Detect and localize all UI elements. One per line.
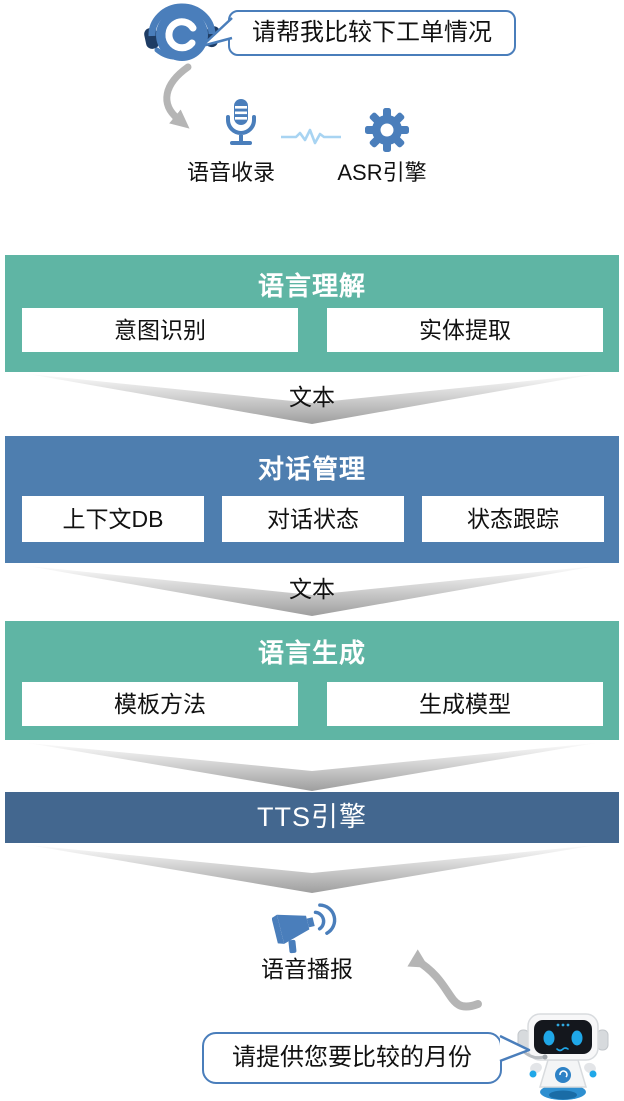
flow-chevron-3 xyxy=(28,743,596,791)
robot-icon xyxy=(517,1013,609,1100)
dm-item-state-tracking: 状态跟踪 xyxy=(422,496,604,542)
bot-bubble-text: 请提供您要比较的月份 xyxy=(232,1044,472,1071)
bot-speech-bubble: 请提供您要比较的月份 xyxy=(202,1032,502,1084)
flow2-text: 文本 xyxy=(289,576,335,602)
nlg-item-genmodel-text: 生成模型 xyxy=(419,691,511,717)
dm-item-context-db-text: 上下文DB xyxy=(62,506,164,532)
user-bubble-text: 请帮我比较下工单情况 xyxy=(252,19,492,46)
bot-bubble-tail xyxy=(499,1034,531,1063)
flow-chevron-1 xyxy=(28,374,596,424)
nlg-title: 语言生成 xyxy=(257,638,366,668)
flow-label-text-2: 文本 xyxy=(262,570,362,604)
dialog-management-block: 对话管理 上下文DB 对话状态 状态跟踪 xyxy=(5,436,619,563)
flow1-text: 文本 xyxy=(289,384,335,410)
voice-capture-label-text: 语音收录 xyxy=(186,160,275,185)
nlg-block: 语言生成 模板方法 生成模型 xyxy=(5,621,619,740)
voice-capture-label: 语音收录 xyxy=(159,160,303,186)
megaphone-icon xyxy=(272,903,337,954)
voice-broadcast-label: 语音播报 xyxy=(237,956,377,982)
flow-chevron-4 xyxy=(28,845,596,893)
nlu-item-entity: 实体提取 xyxy=(327,308,603,352)
nlg-item-template-text: 模板方法 xyxy=(114,691,206,717)
dm-item-state-tracking-text: 状态跟踪 xyxy=(467,506,559,532)
user-bubble-tail xyxy=(200,17,233,48)
tts-title-text: TTS引擎 xyxy=(257,802,367,832)
nlu-title: 语言理解 xyxy=(257,271,366,301)
nlg-item-template: 模板方法 xyxy=(22,682,298,726)
user-speech-bubble: 请帮我比较下工单情况 xyxy=(228,10,516,56)
arrow-up-curved-icon xyxy=(407,949,482,1011)
arrow-down-curved-icon xyxy=(163,63,192,129)
flow-label-text-1: 文本 xyxy=(262,378,362,412)
dm-item-dialog-state-text: 对话状态 xyxy=(267,506,359,532)
asr-engine-label: ASR引擎 xyxy=(312,160,452,186)
nlu-block: 语言理解 意图识别 实体提取 xyxy=(5,255,619,372)
headset-agent-icon xyxy=(144,3,220,61)
gear-icon xyxy=(365,108,409,152)
microphone-icon xyxy=(226,99,256,145)
dm-item-dialog-state: 对话状态 xyxy=(222,496,404,542)
nlu-item-intent-text: 意图识别 xyxy=(114,317,206,343)
nlu-item-entity-text: 实体提取 xyxy=(419,317,511,343)
nlg-item-genmodel: 生成模型 xyxy=(327,682,603,726)
dm-title: 对话管理 xyxy=(257,454,366,484)
waveform-icon xyxy=(281,128,341,145)
asr-engine-label-text: ASR引擎 xyxy=(337,160,427,185)
voice-broadcast-label-text: 语音播报 xyxy=(261,956,353,982)
tts-engine-bar: TTS引擎 xyxy=(5,792,619,843)
dm-item-context-db: 上下文DB xyxy=(22,496,204,542)
flow-chevron-2 xyxy=(28,566,596,616)
nlu-item-intent: 意图识别 xyxy=(22,308,298,352)
